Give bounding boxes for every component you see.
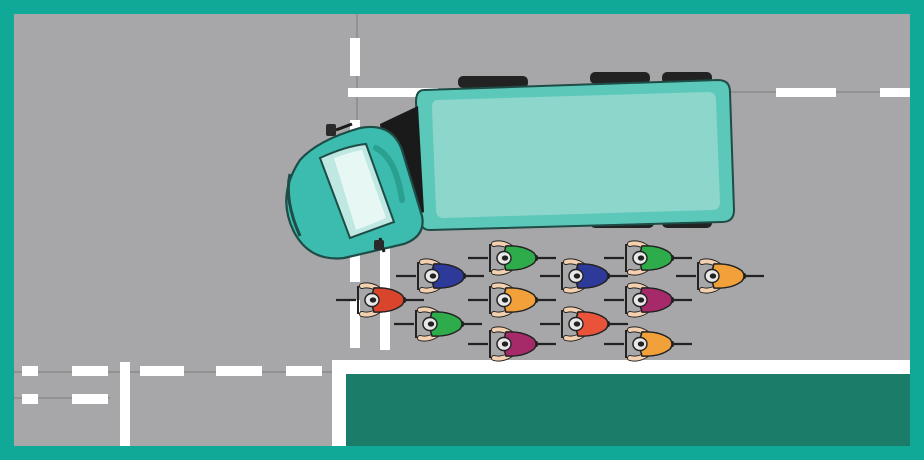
lane-dash: [880, 88, 910, 97]
cyclist-topdown-icon: [468, 329, 556, 358]
cyclist-topdown-icon: [604, 285, 692, 314]
cyclist-topdown-icon: [540, 261, 628, 290]
sidewalk-block: [346, 374, 910, 446]
lane-dash: [22, 366, 38, 376]
lane-dash: [72, 366, 108, 376]
cyclist-topdown-icon: [604, 329, 692, 358]
cyclist-topdown-icon: [604, 243, 692, 272]
cyclist-topdown-icon: [394, 309, 482, 338]
cyclist-topdown-icon: [468, 243, 556, 272]
lane-dash: [350, 38, 360, 76]
cyclist-topdown-icon: [676, 261, 764, 290]
lane-dash: [140, 366, 184, 376]
cyclist-topdown-icon: [336, 285, 424, 314]
stop-line: [348, 88, 438, 97]
lane-dash: [286, 366, 322, 376]
lane-dash: [350, 300, 360, 348]
lane-dash: [776, 88, 836, 97]
truck-topdown-icon: [285, 72, 736, 260]
cyclist-topdown-icon: [468, 285, 556, 314]
cyclist-topdown-icon: [540, 309, 628, 338]
cyclist-topdown-icon: [396, 261, 484, 290]
cyclist-group: [336, 243, 764, 358]
lane-dash: [72, 394, 108, 404]
lane-dash: [22, 394, 38, 404]
lane-divider: [120, 362, 130, 446]
lane-dash: [216, 366, 262, 376]
lane-dash: [350, 232, 360, 282]
